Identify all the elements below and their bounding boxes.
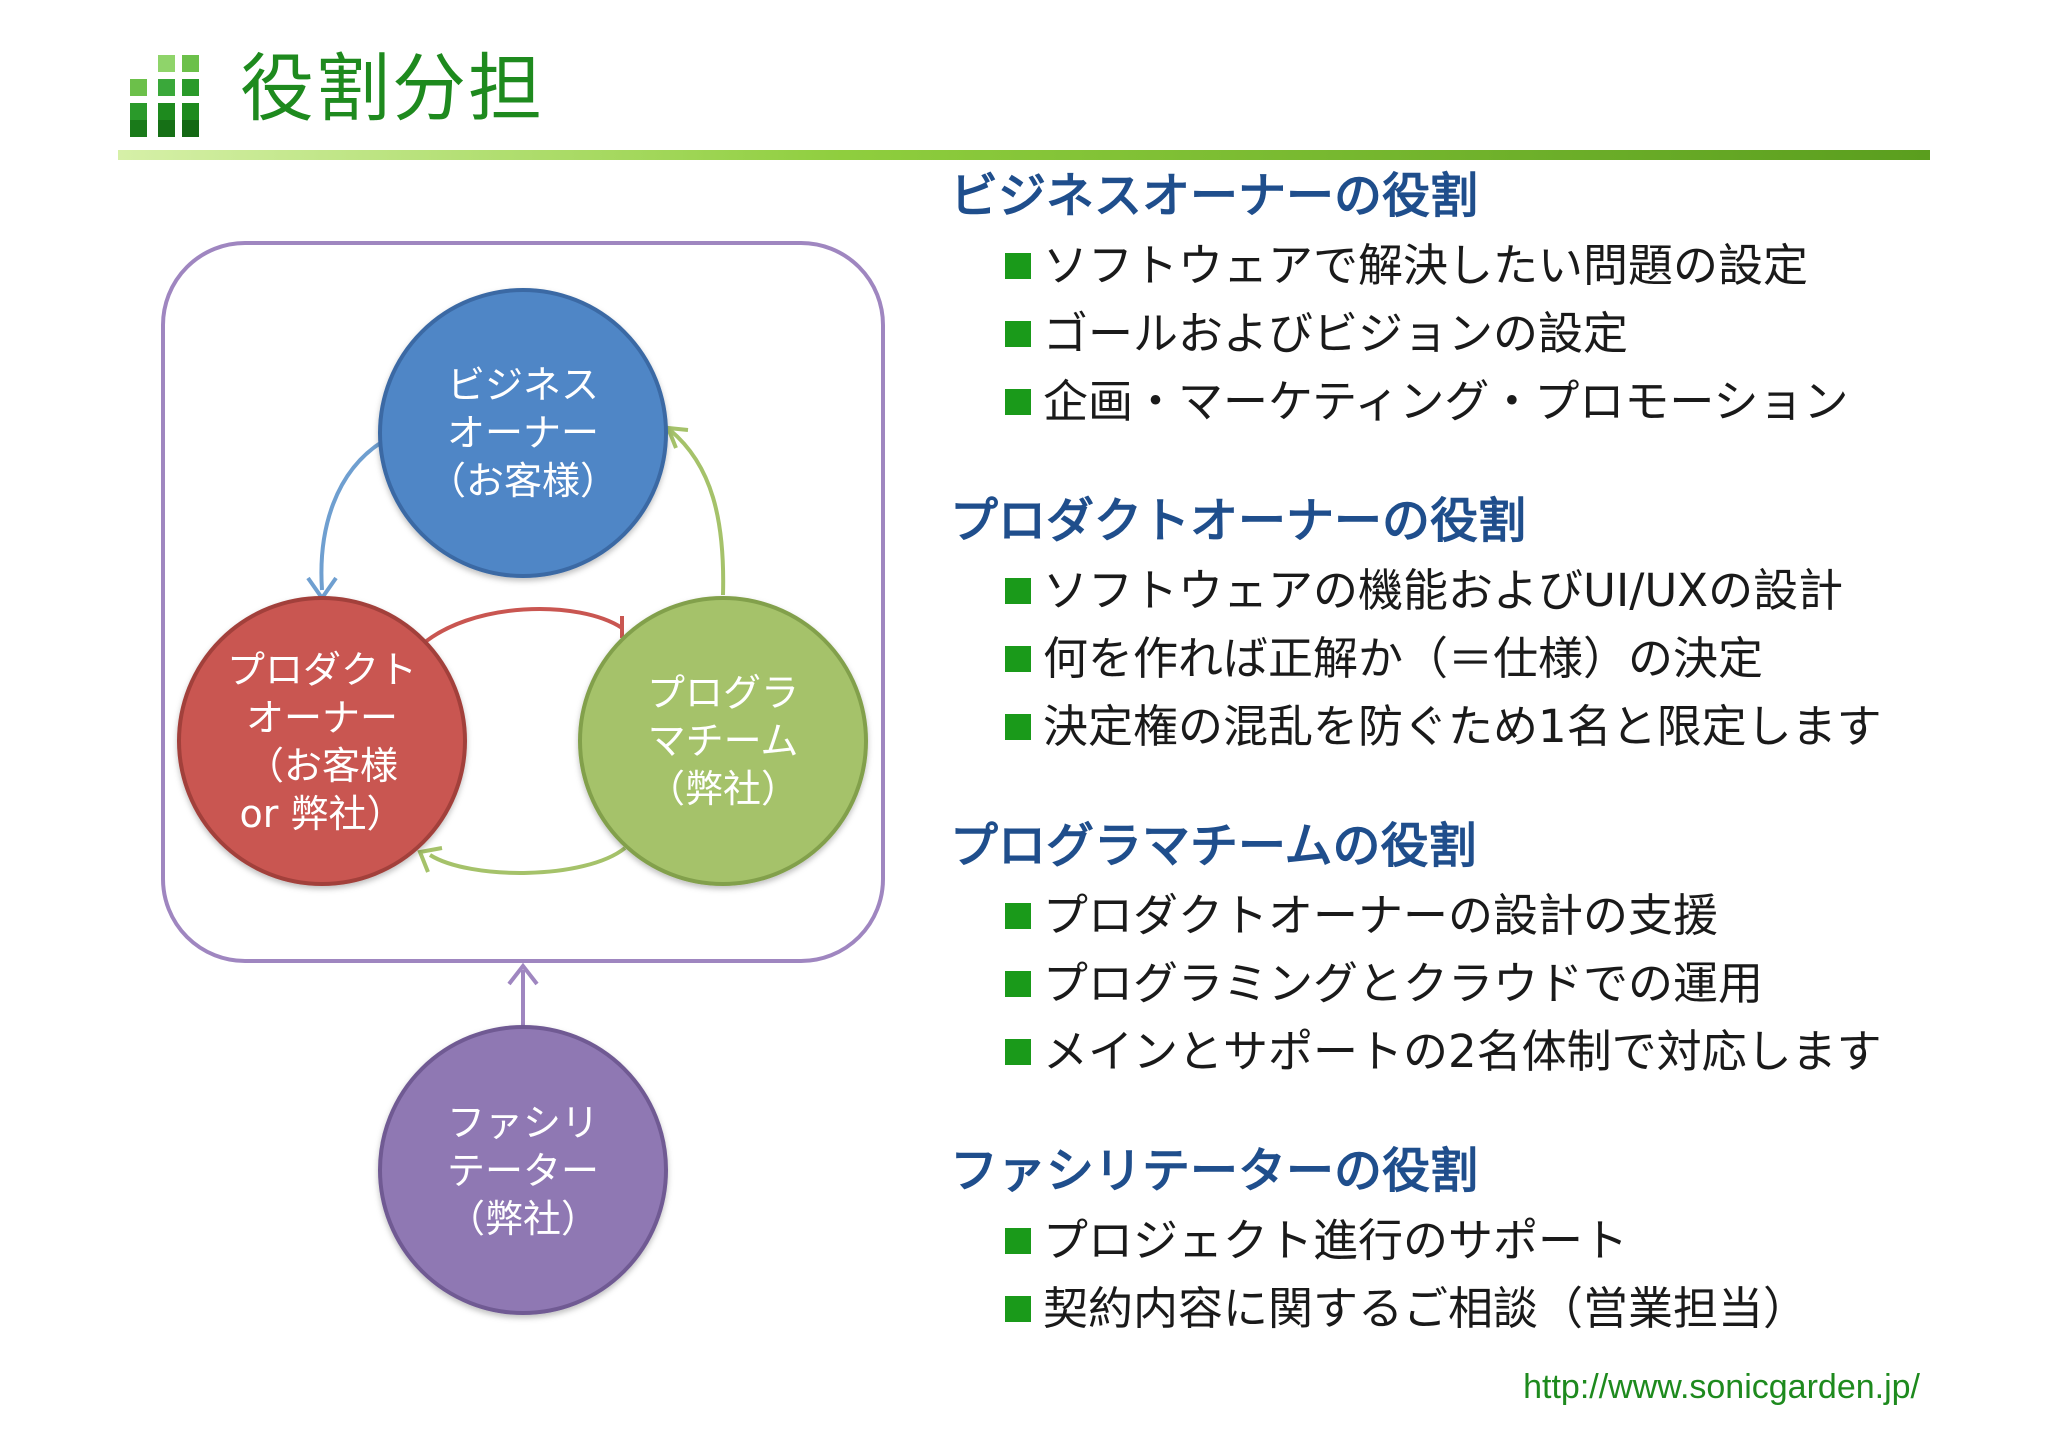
title-grid-icon: [130, 55, 199, 137]
node-programmer-team-line2: マチーム: [648, 719, 799, 763]
node-product-owner-line2: オーナー: [246, 696, 398, 740]
node-facilitator: ファシリ テーター （弊社）: [378, 1025, 668, 1315]
bullet-square-icon: [1005, 646, 1031, 672]
bullet-square-icon: [1005, 971, 1031, 997]
list-item: ソフトウェアの機能およびUI/UXの設計: [1005, 557, 1882, 625]
role-section-facilitator: ファシリテーターの役割 プロジェクト進行のサポート 契約内容に関するご相談（営業…: [950, 1147, 1808, 1343]
node-business-owner: ビジネス オーナー （お客様）: [378, 288, 668, 578]
list-item: プロジェクト進行のサポート: [1005, 1207, 1808, 1275]
node-business-owner-line3: （お客様）: [428, 459, 618, 503]
role-heading: ビジネスオーナーの役割: [950, 168, 1479, 224]
arrow-programmer-to-product: [428, 846, 627, 875]
link-product-programmer: [416, 607, 624, 650]
bullet-square-icon: [1005, 321, 1031, 347]
bullet-square-icon: [1005, 1039, 1031, 1065]
node-facilitator-line2: テーター: [447, 1149, 599, 1193]
bullet-square-icon: [1005, 1228, 1031, 1254]
footer-url[interactable]: http://www.sonicgarden.jp/: [1523, 1368, 1920, 1406]
role-heading: プロダクトオーナーの役割: [950, 493, 1527, 549]
node-product-owner: プロダクト オーナー （お客様 or 弊社）: [177, 596, 467, 886]
bullet-square-icon: [1005, 1296, 1031, 1322]
list-item: ソフトウェアで解決したい問題の設定: [1005, 232, 1849, 300]
bullet-square-icon: [1005, 389, 1031, 415]
node-product-owner-line3: （お客様: [246, 744, 398, 788]
role-section-programmer-team: プログラマチームの役割 プロダクトオーナーの設計の支援 プログラミングとクラウド…: [950, 822, 1882, 1086]
list-item: 企画・マーケティング・プロモーション: [1005, 368, 1849, 436]
node-product-owner-line1: プロダクト: [227, 648, 417, 692]
node-business-owner-line1: ビジネス: [447, 363, 599, 407]
list-item: 契約内容に関するご相談（営業担当）: [1005, 1275, 1808, 1343]
page-title: 役割分担: [240, 46, 544, 132]
list-item: 決定権の混乱を防ぐため1名と限定します: [1005, 693, 1882, 761]
list-item: プロダクトオーナーの設計の支援: [1005, 882, 1882, 950]
list-item: メインとサポートの2名体制で対応します: [1005, 1018, 1882, 1086]
arrow-business-to-product: [319, 438, 387, 591]
arrow-programmer-to-business: [668, 428, 726, 596]
role-heading: プログラマチームの役割: [950, 818, 1477, 874]
arrowhead-programmer-to-business: [664, 425, 689, 449]
role-heading: ファシリテーターの役割: [950, 1143, 1479, 1199]
bullet-square-icon: [1005, 903, 1031, 929]
node-facilitator-line1: ファシリ: [447, 1101, 599, 1145]
node-business-owner-line2: オーナー: [447, 411, 599, 455]
title-underline: [118, 150, 1930, 160]
list-item: プログラミングとクラウドでの運用: [1005, 950, 1882, 1018]
list-item: ゴールおよびビジョンの設定: [1005, 300, 1849, 368]
node-programmer-team-line1: プログラ: [647, 671, 799, 715]
node-product-owner-line4: or 弊社）: [240, 792, 405, 836]
node-facilitator-line3: （弊社）: [447, 1197, 599, 1241]
arrowhead-facilitator-to-team: [507, 962, 539, 986]
node-programmer-team-line3: （弊社）: [647, 767, 799, 811]
bullet-square-icon: [1005, 714, 1031, 740]
bullet-square-icon: [1005, 578, 1031, 604]
role-section-product-owner: プロダクトオーナーの役割 ソフトウェアの機能およびUI/UXの設計 何を作れば正…: [950, 497, 1882, 761]
node-programmer-team: プログラ マチーム （弊社）: [578, 596, 868, 886]
role-section-business-owner: ビジネスオーナーの役割 ソフトウェアで解決したい問題の設定 ゴールおよびビジョン…: [950, 172, 1849, 436]
list-item: 何を作れば正解か（＝仕様）の決定: [1005, 625, 1882, 693]
arrowhead-programmer-to-product: [417, 846, 443, 873]
bullet-square-icon: [1005, 253, 1031, 279]
